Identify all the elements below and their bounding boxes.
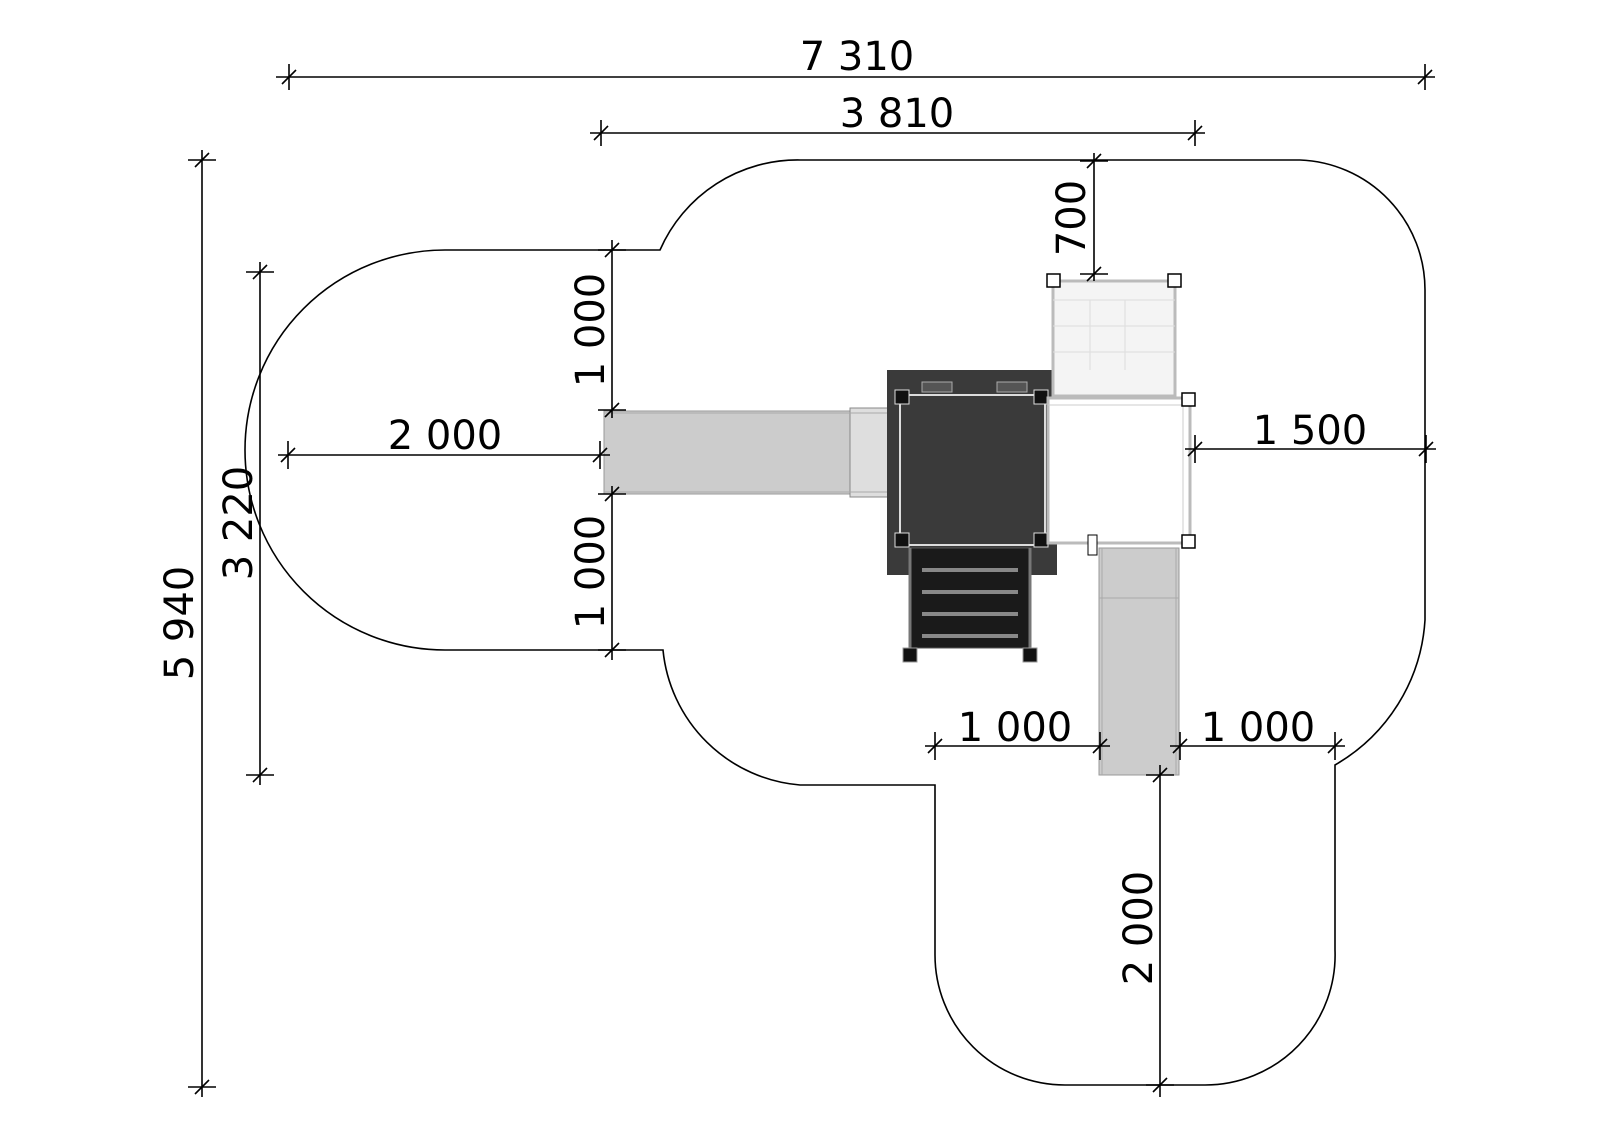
dim-label-left-slide-zone: 2 000 [388, 413, 503, 459]
dim-bottom-slide-zone: 2 000 [1116, 765, 1174, 1097]
safety-zone-outline [244, 159, 1426, 1086]
dim-left-zone-height: 3 220 [216, 262, 274, 785]
dim-overall-height: 5 940 [157, 150, 216, 1097]
dim-top-clearance: 700 [1049, 153, 1108, 282]
dim-label-bottom-slide-zone: 2 000 [1116, 871, 1162, 986]
dim-label-left-zone-height: 3 220 [216, 466, 262, 581]
dim-label-top-clearance: 700 [1049, 180, 1095, 256]
dim-label-bottom-slide-left: 1 000 [958, 705, 1073, 751]
dim-bottom-slide-right: 1 000 [1170, 705, 1345, 760]
dim-label-left-lower: 1 000 [568, 515, 614, 630]
dim-left-lower: 1 000 [568, 486, 626, 660]
dim-label-bottom-slide-right: 1 000 [1201, 705, 1316, 751]
dim-label-structure-width: 3 810 [840, 91, 955, 137]
dim-right-clearance: 1 500 [1185, 408, 1436, 463]
dim-left-slide-zone: 2 000 [278, 413, 610, 469]
dim-overall-width: 7 310 [276, 34, 1435, 90]
dim-bottom-slide-left: 1 000 [925, 705, 1110, 760]
bottom-slide [1098, 547, 1180, 776]
stairs [902, 547, 1038, 663]
dim-label-right-clearance: 1 500 [1253, 408, 1368, 454]
upper-panel [1046, 273, 1182, 398]
right-deck [1046, 392, 1196, 556]
left-slide [603, 407, 903, 498]
main-deck [887, 370, 1057, 575]
dim-label-left-upper: 1 000 [568, 273, 614, 388]
dim-structure-width: 3 810 [590, 91, 1205, 146]
dim-label-overall-height: 5 940 [157, 566, 203, 681]
dim-left-upper: 1 000 [568, 240, 626, 418]
dim-label-overall-width: 7 310 [800, 34, 915, 80]
